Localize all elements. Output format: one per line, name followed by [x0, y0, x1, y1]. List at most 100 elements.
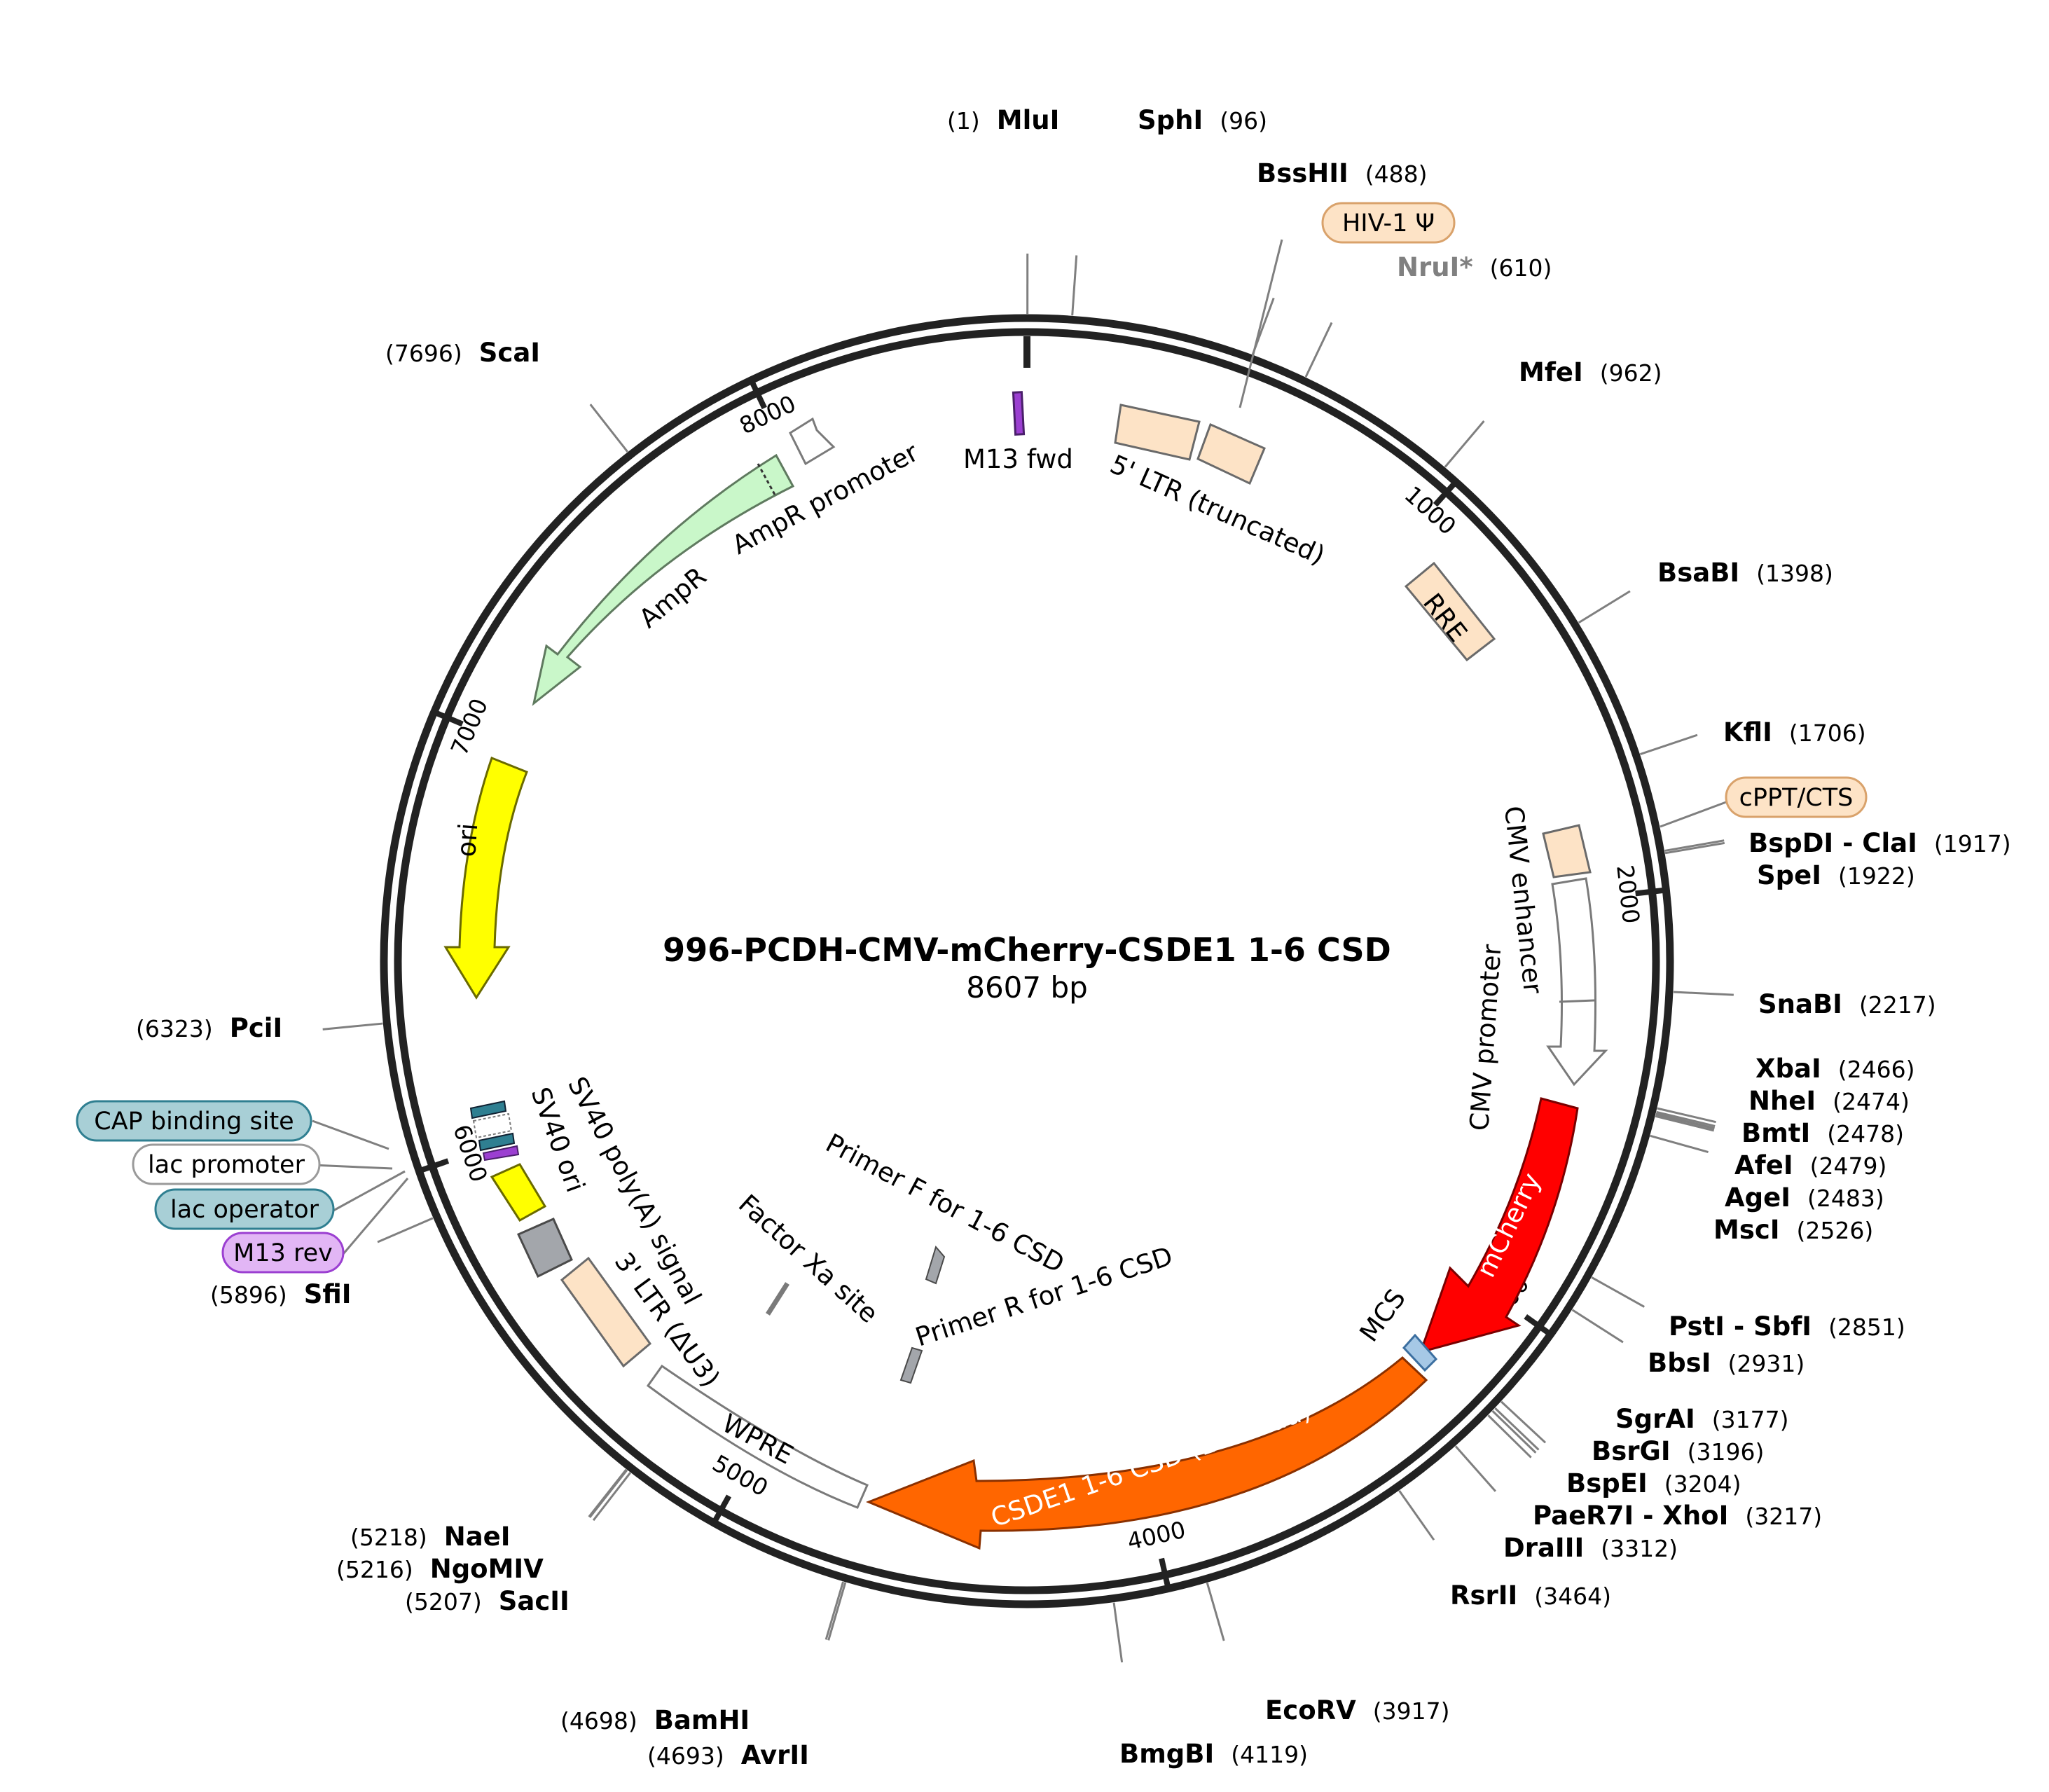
- tick-mark: [711, 1494, 732, 1524]
- site-kfli[interactable]: KflI(1706): [1723, 717, 1866, 747]
- site-psti[interactable]: PstI - SbfI(2851): [1669, 1311, 1905, 1342]
- sv40-ori-feature[interactable]: [490, 1163, 547, 1222]
- site-bbsi[interactable]: BbsI(2931): [1648, 1348, 1805, 1378]
- site-bsshii[interactable]: BssHII(488): [1257, 158, 1428, 188]
- cppt-feature[interactable]: [1542, 824, 1592, 878]
- site-ecorv[interactable]: EcoRV(3917): [1265, 1695, 1450, 1725]
- wpre-feature[interactable]: [646, 1364, 869, 1509]
- pill-text: HIV-1 Ψ: [1342, 209, 1435, 237]
- site-avrii[interactable]: (4693)AvrII: [647, 1740, 809, 1770]
- site-nrui[interactable]: NruI*(610): [1397, 252, 1552, 282]
- site-leader: [1656, 1110, 1716, 1127]
- site-msci[interactable]: MscI(2526): [1713, 1215, 1873, 1245]
- site-leader: [589, 404, 628, 453]
- mcs-feature[interactable]: [1402, 1333, 1438, 1372]
- site-spei[interactable]: SpeI(1922): [1757, 860, 1915, 890]
- site-bspei[interactable]: BspEI(3204): [1566, 1468, 1741, 1498]
- ampr-arrow[interactable]: [532, 453, 795, 706]
- lac-cluster[interactable]: [469, 1100, 520, 1162]
- site-draiii[interactable]: DraIII(3312): [1503, 1533, 1678, 1563]
- site-leader: [827, 1582, 847, 1641]
- pill-m13-rev[interactable]: M13 rev: [221, 1232, 345, 1274]
- site-leader: [1494, 1407, 1540, 1451]
- ori-arrow[interactable]: [443, 757, 528, 1000]
- pill-lac-promoter[interactable]: lac promoter: [132, 1143, 321, 1185]
- site-leader: [1454, 1445, 1496, 1492]
- rre-feature[interactable]: [1404, 561, 1496, 662]
- site-nhei[interactable]: NheI(2474): [1748, 1086, 1910, 1116]
- pill-hiv1-psi[interactable]: HIV-1 Ψ: [1321, 202, 1456, 244]
- site-bmgbi[interactable]: BmgBI(4119): [1119, 1739, 1308, 1769]
- primer-f-label: Primer F for 1-6 CSD: [821, 1128, 1069, 1279]
- site-leader: [1640, 733, 1698, 756]
- site-leader: [1650, 1134, 1709, 1153]
- site-leader: [377, 1217, 434, 1243]
- site-xhoi[interactable]: PaeR7I - XhoI(3217): [1533, 1501, 1822, 1531]
- m13-rev-feature: [482, 1145, 520, 1162]
- site-leader: [1112, 1602, 1124, 1663]
- tick-mark: [748, 378, 767, 410]
- site-bsabi[interactable]: BsaBI(1398): [1657, 558, 1833, 588]
- mcherry-arrow[interactable]: [1419, 1097, 1579, 1354]
- pill-leaders: [312, 239, 1727, 1255]
- ltr3-feature[interactable]: [560, 1256, 652, 1368]
- site-sphi[interactable]: SphI(96): [1138, 105, 1267, 135]
- site-snabi[interactable]: SnaBI(2217): [1758, 989, 1936, 1019]
- site-leader: [1655, 1115, 1714, 1132]
- site-pcii[interactable]: (6323)PciI: [136, 1013, 282, 1043]
- site-agei[interactable]: AgeI(2483): [1725, 1183, 1884, 1213]
- site-scai[interactable]: (7696)ScaI: [385, 338, 540, 368]
- site-naei[interactable]: (5218)NaeI: [350, 1522, 511, 1552]
- site-leader: [825, 1581, 844, 1640]
- site-leader: [1657, 1107, 1716, 1124]
- site-sacii[interactable]: (5207)SacII: [405, 1586, 570, 1616]
- site-xbai[interactable]: XbaI(2466): [1755, 1054, 1915, 1084]
- site-leader: [1071, 255, 1078, 316]
- site-leader: [1206, 1583, 1225, 1641]
- tick-mark: [418, 1158, 450, 1174]
- site-leader: [592, 1472, 631, 1522]
- pill-text: lac operator: [170, 1196, 319, 1224]
- ampr-promoter-arrow[interactable]: [789, 417, 836, 466]
- plasmid-size: 8607 bp: [966, 970, 1088, 1005]
- site-bsrgi[interactable]: BsrGI(3196): [1592, 1436, 1764, 1466]
- primer-r-feature[interactable]: [899, 1346, 923, 1384]
- site-rsrii[interactable]: RsrII(3464): [1450, 1580, 1611, 1611]
- pill-cap-binding-site[interactable]: CAP binding site: [76, 1100, 312, 1142]
- primer-f-feature[interactable]: [925, 1245, 946, 1285]
- site-bmti[interactable]: BmtI(2478): [1741, 1118, 1904, 1148]
- site-mlui[interactable]: (1)MluI: [947, 105, 1059, 135]
- ltr5-feature[interactable]: [1114, 404, 1266, 485]
- site-sgrai[interactable]: SgrAI(3177): [1615, 1404, 1789, 1434]
- m13-fwd-label: M13 fwd: [963, 444, 1073, 474]
- site-leader: [1500, 1400, 1547, 1444]
- plasmid-name: 996-PCDH-CMV-mCherry-CSDE1 1-6 CSD: [663, 931, 1391, 969]
- site-ngomiv[interactable]: (5216)NgoMIV: [336, 1554, 544, 1584]
- site-leader: [1571, 1309, 1624, 1344]
- site-bamhi[interactable]: (4698)BamHI: [560, 1705, 750, 1735]
- site-claI[interactable]: BspDI - ClaI(1917): [1748, 828, 2011, 858]
- pill-text: cPPT/CTS: [1739, 784, 1854, 812]
- factor-xa-feature[interactable]: [766, 1282, 789, 1316]
- pill-text: lac promoter: [148, 1151, 305, 1179]
- csde1-arrow[interactable]: [866, 1356, 1428, 1550]
- tick-label: 4000: [1124, 1516, 1188, 1556]
- site-mfei[interactable]: MfeI(962): [1519, 357, 1662, 387]
- pill-text: CAP binding site: [94, 1108, 294, 1136]
- site-leader: [1578, 590, 1631, 624]
- site-sfii[interactable]: (5896)SfiI: [210, 1279, 352, 1309]
- site-leader: [1487, 1414, 1532, 1459]
- site-leader: [1655, 1113, 1715, 1130]
- tick-mark: [1635, 887, 1667, 897]
- pill-text: M13 rev: [233, 1239, 333, 1267]
- sv40-polya-feature[interactable]: [516, 1218, 573, 1278]
- cmv-arrow[interactable]: [1546, 877, 1608, 1087]
- tick-mark: [433, 709, 464, 727]
- site-afei[interactable]: AfeI(2479): [1734, 1150, 1886, 1180]
- pill-lac-operator[interactable]: lac operator: [154, 1188, 335, 1230]
- pill-cppt[interactable]: cPPT/CTS: [1725, 776, 1868, 818]
- m13-fwd-feature[interactable]: [1012, 391, 1026, 436]
- site-leader: [322, 1022, 383, 1031]
- backbone-outer: [380, 314, 1674, 1608]
